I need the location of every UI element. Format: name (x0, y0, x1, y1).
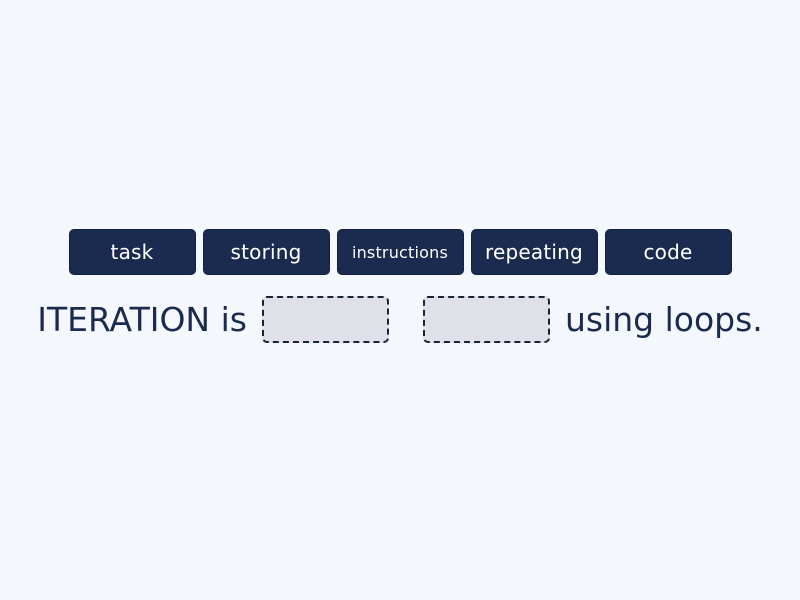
sentence-prefix: ITERATION is (37, 300, 247, 339)
missing-word-activity: task storing instructions repeating code… (0, 229, 800, 343)
word-tile-code[interactable]: code (604, 229, 732, 275)
sentence-suffix: using loops. (564, 300, 763, 339)
answer-blank-1[interactable] (261, 296, 389, 343)
word-tile-storing[interactable]: storing (202, 229, 330, 275)
word-tile-repeating[interactable]: repeating (470, 229, 598, 275)
word-tile-instructions[interactable]: instructions (336, 229, 464, 275)
word-bank: task storing instructions repeating code (0, 229, 800, 275)
answer-blank-2[interactable] (422, 296, 550, 343)
sentence: ITERATION is using loops. (0, 296, 800, 343)
word-tile-task[interactable]: task (68, 229, 196, 275)
